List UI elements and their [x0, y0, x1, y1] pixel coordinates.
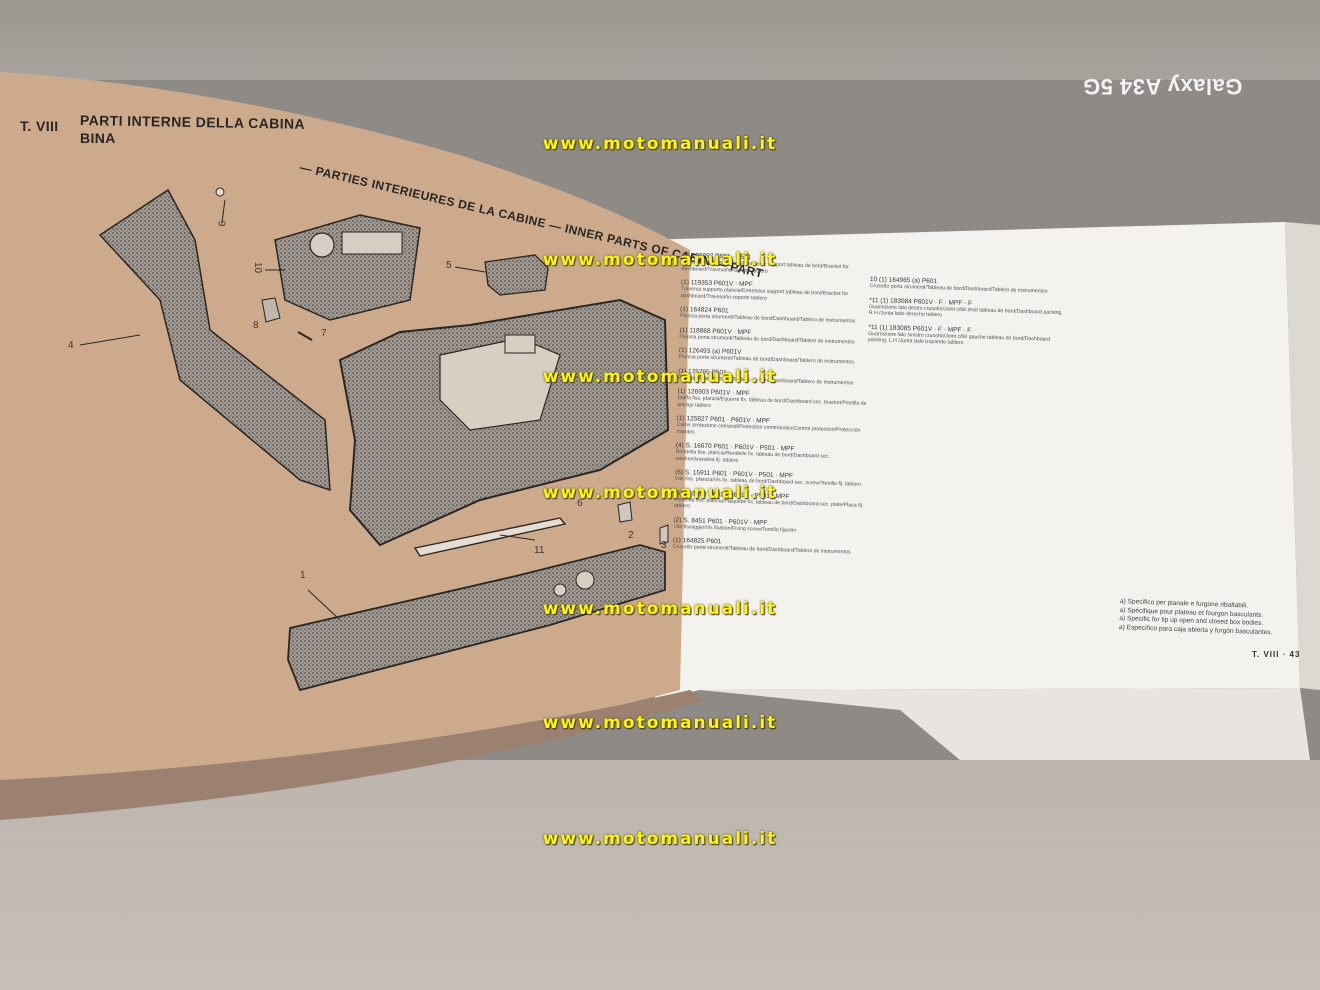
watermark-text: www.motomanuali.it: [542, 599, 778, 619]
callout-11: 11: [534, 545, 545, 556]
background-top: [0, 0, 1320, 80]
table-surface: [0, 760, 1320, 990]
watermark-text: www.motomanuali.it: [542, 250, 778, 270]
callout-4: 4: [68, 340, 74, 351]
watermark-text: www.motomanuali.it: [542, 483, 778, 503]
watermark-text: www.motomanuali.it: [542, 367, 778, 387]
device-watermark: Galaxy A34 5G: [1082, 74, 1243, 99]
callout-9: 9: [215, 220, 227, 227]
callout-6: 6: [577, 498, 583, 509]
part-8-clip: [261, 297, 281, 323]
watermark-text: www.motomanuali.it: [542, 829, 778, 849]
callout-7: 7: [321, 328, 327, 339]
callout-5: 5: [446, 260, 452, 271]
callout-1: 1: [300, 570, 306, 581]
part-4-pillar: [98, 188, 331, 492]
callout-2: 2: [628, 530, 634, 541]
watermark-text: www.motomanuali.it: [542, 134, 778, 154]
part-11-strip: [413, 517, 567, 557]
section-tag: T. VIII: [20, 118, 59, 134]
page-reference: T. VIII · 43: [1252, 650, 1301, 659]
watermark-text: www.motomanuali.it: [542, 713, 778, 733]
part-5: [484, 254, 549, 296]
section-title-line2: BINA: [80, 130, 116, 146]
callout-3: 3: [661, 540, 667, 551]
part-1-crossmember: [287, 544, 666, 692]
callout-8: 8: [253, 320, 259, 331]
